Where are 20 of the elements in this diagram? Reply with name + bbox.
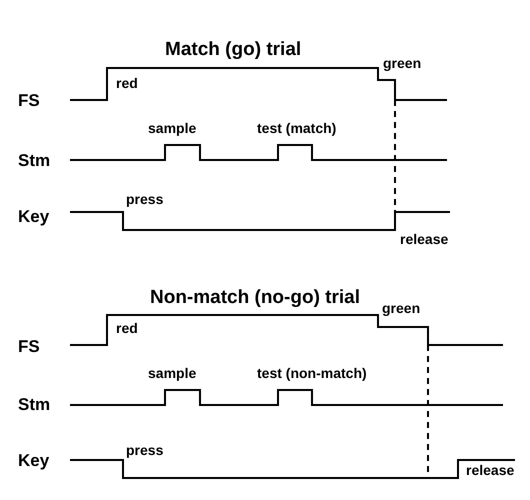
signal-name: Key <box>18 452 50 469</box>
event-label: red <box>116 321 138 335</box>
event-label: red <box>116 76 138 90</box>
event-label: press <box>126 443 164 457</box>
event-label: green <box>382 301 420 315</box>
event-label: sample <box>148 366 196 380</box>
signal-name: Stm <box>18 152 50 169</box>
event-label: test (non-match) <box>257 366 367 380</box>
trial-title: Match (go) trial <box>165 40 302 59</box>
signal-name: FS <box>18 338 40 355</box>
event-label: release <box>400 232 448 246</box>
event-label: release <box>466 463 514 477</box>
event-label: sample <box>148 121 196 135</box>
event-label: test (match) <box>257 121 336 135</box>
signal-name: FS <box>18 92 40 109</box>
event-label: green <box>383 56 422 70</box>
event-label: press <box>126 192 164 206</box>
signal-name: Key <box>18 208 50 225</box>
signal-name: Stm <box>18 396 50 413</box>
trial-title: Non-match (no-go) trial <box>150 288 360 307</box>
